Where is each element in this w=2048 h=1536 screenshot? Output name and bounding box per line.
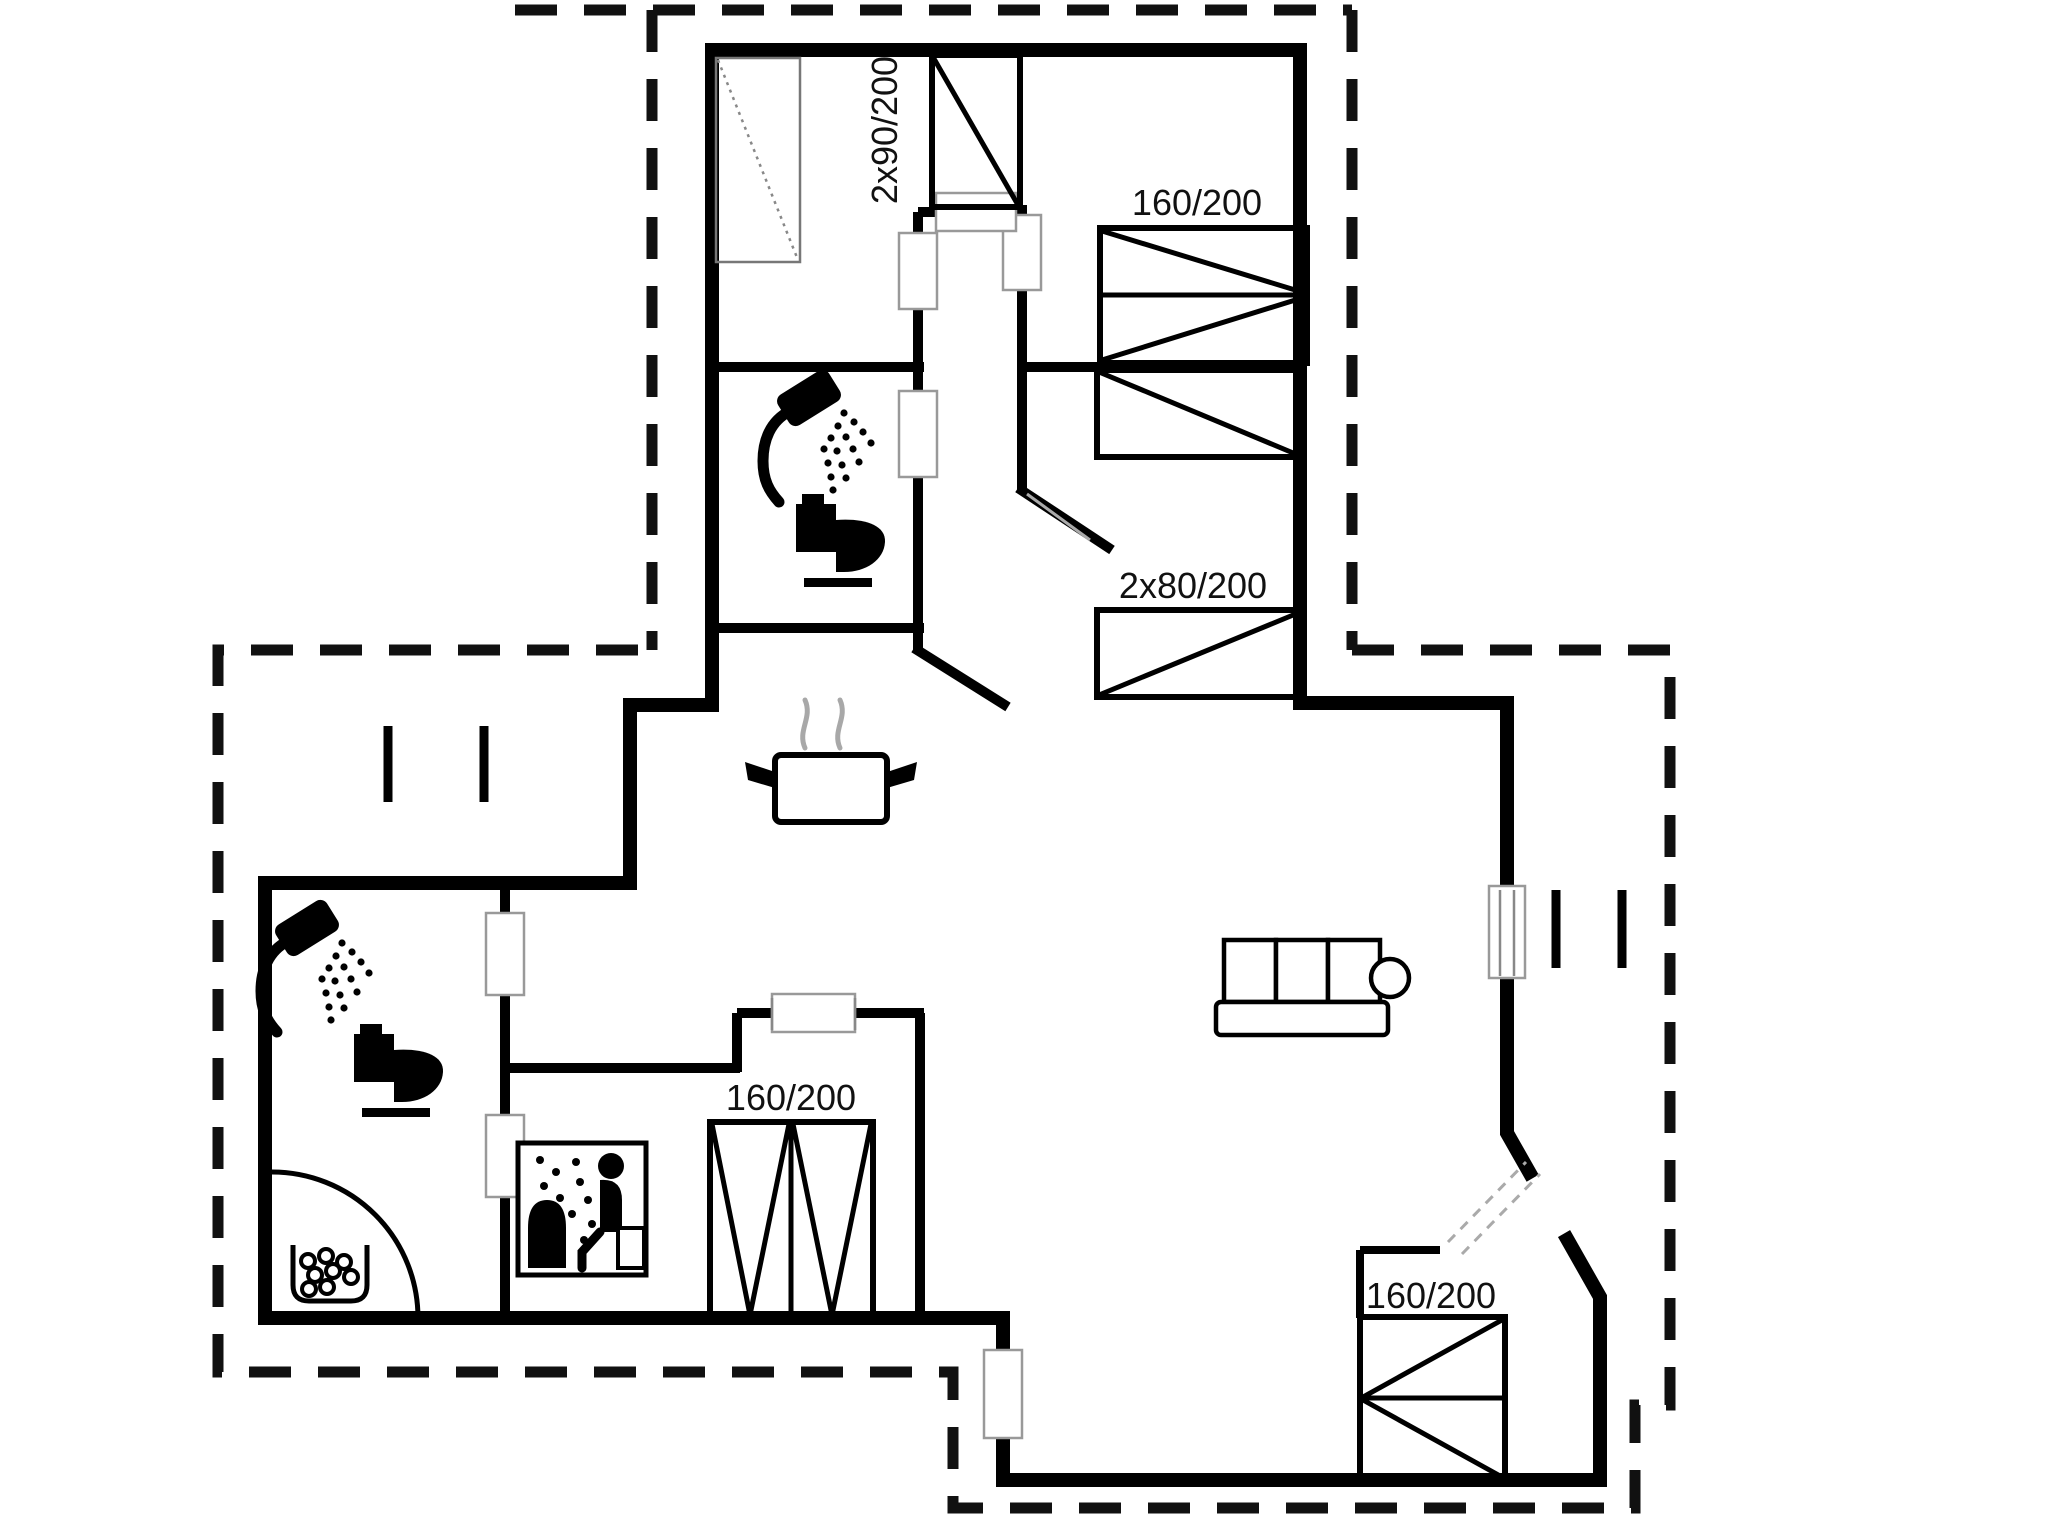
- double-bed-top-right-icon: [1097, 225, 1310, 366]
- bed-label-bunk: 2x90/200: [864, 56, 905, 204]
- shower-icon: [261, 897, 373, 1032]
- interior-walls: [500, 205, 1440, 1322]
- double-bed-bottom-middle-icon: [707, 1119, 876, 1321]
- twin-beds-icon: [1094, 367, 1303, 700]
- shower-icon: [763, 367, 875, 502]
- door-rear-extension: [982, 1348, 1024, 1440]
- door-swing-terrace: [1446, 1160, 1542, 1256]
- door-swing-funnel: [1026, 492, 1091, 542]
- wardrobe-icon: [714, 56, 802, 264]
- outer-wall-outline: [258, 43, 1607, 1487]
- alcove-wall-stub: [1356, 1246, 1440, 1318]
- sofa-icon: [1213, 937, 1412, 1038]
- terrace-boundary: [212, 4, 1676, 1514]
- bed-label-top-right: 160/200: [1132, 182, 1262, 223]
- furniture: [707, 52, 1508, 1483]
- doors: [271, 191, 1542, 1440]
- window-living-room: [1487, 884, 1527, 980]
- double-bed-bottom-right-icon: [1357, 1314, 1508, 1483]
- fixtures: [261, 367, 917, 1304]
- toilet-icon: [354, 1024, 444, 1117]
- terrace-outline: [212, 4, 1676, 1514]
- bed-label-bottom-right: 160/200: [1366, 1275, 1496, 1316]
- bed-label-twin: 2x80/200: [1119, 565, 1267, 606]
- door-bedroom-bottom: [770, 992, 857, 1034]
- cooking-pot-icon: [745, 697, 917, 825]
- door-hallway: [934, 191, 1018, 233]
- door-swing-arc: [271, 1169, 421, 1319]
- wash-basin-icon: [290, 1245, 370, 1304]
- door-utility-room: [484, 911, 526, 997]
- bed-label-bottom-middle: 160/200: [726, 1077, 856, 1118]
- terrace-marks: [383, 726, 1627, 968]
- toilet-icon: [796, 494, 886, 587]
- door-bedroom-top-left: [897, 231, 939, 311]
- bunk-bed-icon: [929, 52, 1023, 210]
- labels: 2x90/200 160/200 2x80/200 160/200 160/20…: [726, 56, 1496, 1316]
- sauna-icon: [515, 1140, 649, 1278]
- door-bedroom-top-right: [1001, 213, 1043, 292]
- door-bathroom-top: [897, 389, 939, 479]
